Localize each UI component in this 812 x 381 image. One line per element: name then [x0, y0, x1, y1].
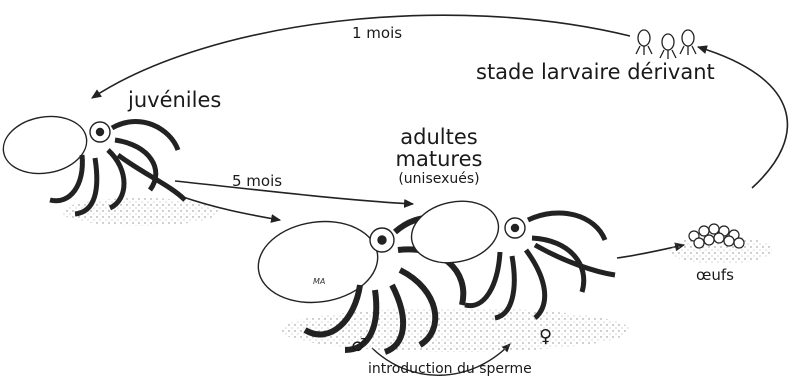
female-symbol: ♀: [539, 328, 552, 346]
juveniles-label: juvéniles: [128, 90, 221, 111]
mature-female-octopus: [406, 194, 615, 318]
male-symbol: ♂: [351, 337, 367, 355]
larval-stage-label: stade larvaire dérivant: [476, 62, 715, 83]
duration-label-5-months: 5 mois: [232, 174, 282, 189]
duration-label-1-month: 1 mois: [352, 26, 402, 41]
unisexual-label: (unisexués): [386, 172, 492, 186]
sperm-transfer-label: introduction du sperme: [368, 362, 532, 376]
mature-adults-line2: matures: [386, 148, 492, 170]
arrow-juveniles-to-adults-upper: [175, 181, 413, 204]
artist-signature: MA: [313, 278, 325, 286]
eggs-label: œufs: [696, 268, 734, 283]
mature-adults-line1: adultes: [386, 126, 492, 148]
mature-adults-label: adultes matures: [386, 126, 492, 170]
drifting-larvae: [636, 30, 696, 59]
